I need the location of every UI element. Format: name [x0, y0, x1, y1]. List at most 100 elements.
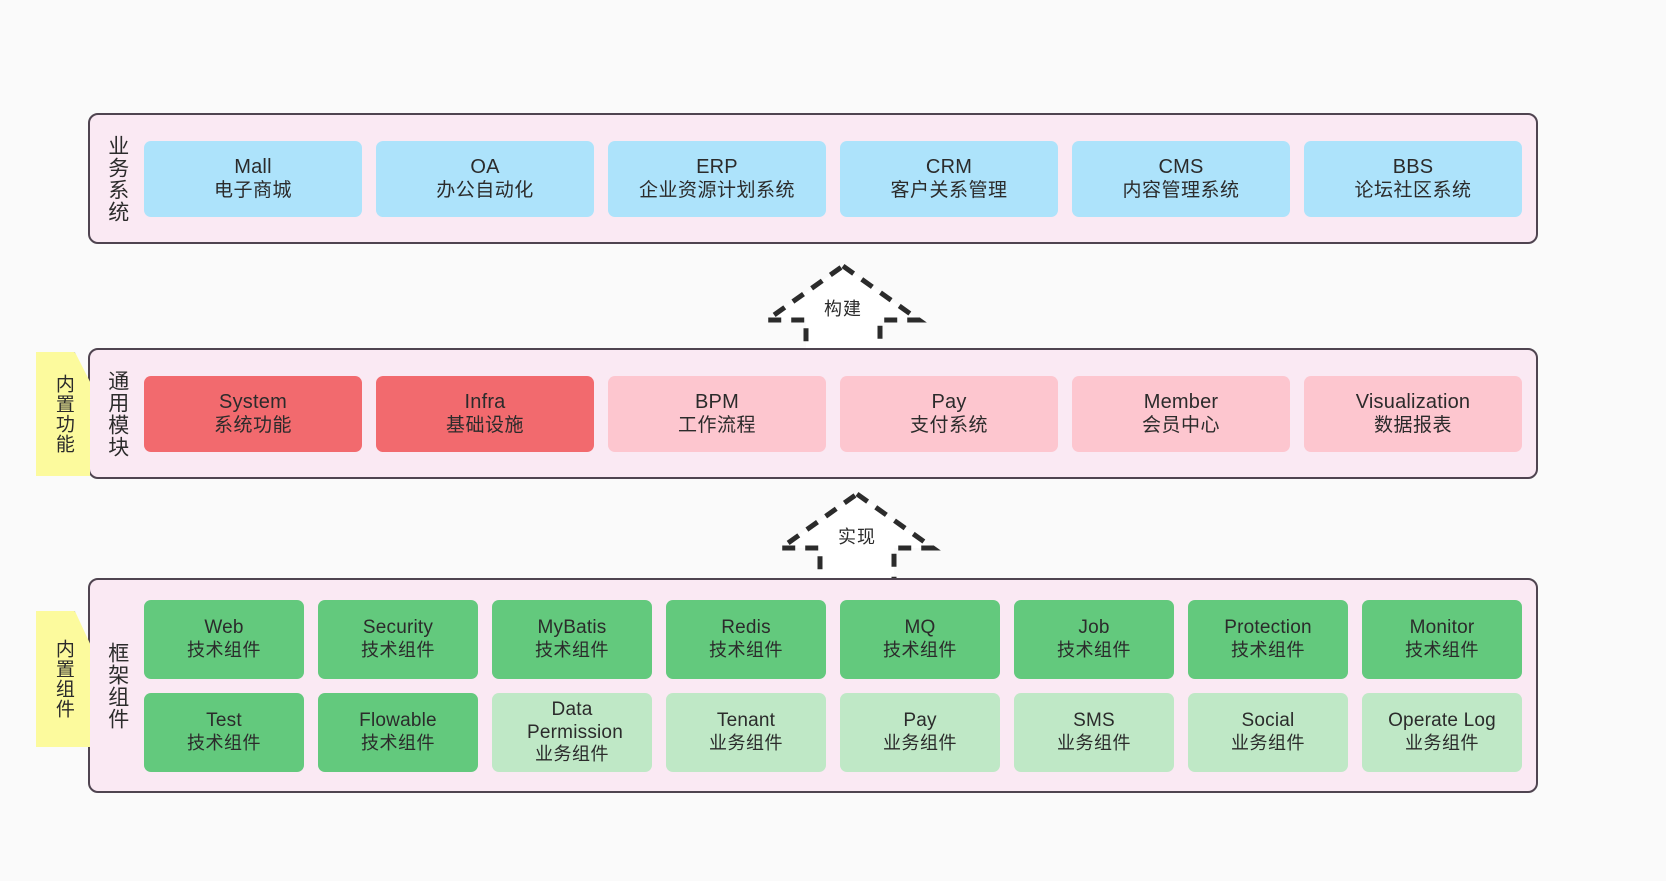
layer-body-business-systems: Mall 电子商城 OA 办公自动化 ERP 企业资源计划系统 CRM 客户关系… [144, 115, 1536, 242]
node-web[interactable]: Web 技术组件 [144, 599, 304, 679]
node-title: CRM [925, 155, 973, 178]
arrow-label: 构建 [824, 299, 862, 319]
sticky-note-label: 内置组件 [52, 639, 74, 719]
hollow-up-arrow-icon [759, 262, 927, 357]
node-title: Operate Log [1388, 710, 1496, 732]
node-subtitle: 支付系统 [909, 415, 988, 437]
node-subtitle: 客户关系管理 [890, 180, 1008, 202]
node-member[interactable]: Member 会员中心 [1072, 375, 1290, 452]
node-title: Test [206, 710, 242, 732]
sticky-note-label: 内置功能 [52, 374, 74, 454]
node-subtitle: 技术组件 [883, 639, 957, 660]
layer-row: Test 技术组件 Flowable 技术组件 Data Permission … [144, 692, 1522, 772]
node-title: Flowable [359, 710, 437, 732]
node-security[interactable]: Security 技术组件 [318, 599, 478, 679]
node-redis[interactable]: Redis 技术组件 [666, 599, 826, 679]
node-mall[interactable]: Mall 电子商城 [144, 140, 362, 217]
layer-title-common-modules: 通用模块 [105, 369, 129, 458]
node-subtitle: 内容管理系统 [1122, 180, 1240, 202]
node-title: MQ [904, 617, 936, 639]
layer-title-framework-components: 框架组件 [105, 641, 129, 730]
node-title: SMS [1073, 710, 1115, 732]
node-infra[interactable]: Infra 基础设施 [376, 375, 594, 452]
node-title: Protection [1224, 617, 1312, 639]
node-subtitle: 论坛社区系统 [1354, 180, 1472, 202]
node-mq[interactable]: MQ 技术组件 [840, 599, 1000, 679]
implement-arrow: 实现 [772, 486, 942, 586]
node-cms[interactable]: CMS 内容管理系统 [1072, 140, 1290, 217]
node-title: BBS [1392, 155, 1434, 178]
node-subtitle: 业务组件 [1057, 732, 1131, 753]
node-erp[interactable]: ERP 企业资源计划系统 [608, 140, 826, 217]
node-job[interactable]: Job 技术组件 [1014, 599, 1174, 679]
node-bbs[interactable]: BBS 论坛社区系统 [1304, 140, 1522, 217]
node-flowable[interactable]: Flowable 技术组件 [318, 692, 478, 772]
node-title: Data Permission [527, 698, 623, 744]
node-social[interactable]: Social 业务组件 [1188, 692, 1348, 772]
node-data-permission[interactable]: Data Permission 业务组件 [492, 692, 652, 772]
node-title: Pay [931, 390, 967, 413]
node-monitor[interactable]: Monitor 技术组件 [1362, 599, 1522, 679]
node-oa[interactable]: OA 办公自动化 [376, 140, 594, 217]
node-subtitle: 业务组件 [709, 732, 783, 753]
build-arrow: 构建 [758, 258, 928, 358]
node-system[interactable]: System 系统功能 [144, 375, 362, 452]
layer-row: Web 技术组件 Security 技术组件 MyBatis 技术组件 Redi… [144, 599, 1522, 679]
node-title: Tenant [716, 710, 776, 732]
node-title: Member [1143, 390, 1219, 413]
node-subtitle: 技术组件 [1405, 639, 1479, 660]
layer-business-systems: 业务系统 Mall 电子商城 OA 办公自动化 ERP 企业资源计划系统 CRM… [88, 113, 1538, 244]
node-title: Security [362, 617, 434, 639]
node-subtitle: 技术组件 [187, 639, 261, 660]
node-pay-module[interactable]: Pay 支付系统 [840, 375, 1058, 452]
node-subtitle: 技术组件 [709, 639, 783, 660]
node-tenant[interactable]: Tenant 业务组件 [666, 692, 826, 772]
node-subtitle: 技术组件 [1231, 639, 1305, 660]
node-title: Infra [464, 390, 506, 413]
node-title: OA [470, 155, 500, 178]
node-test[interactable]: Test 技术组件 [144, 692, 304, 772]
node-subtitle: 数据报表 [1373, 415, 1452, 437]
node-subtitle: 基础设施 [445, 415, 524, 437]
node-subtitle: 工作流程 [677, 415, 756, 437]
node-title: Job [1078, 617, 1110, 639]
node-subtitle: 技术组件 [187, 732, 261, 753]
layer-row: System 系统功能 Infra 基础设施 BPM 工作流程 Pay 支付系统… [144, 375, 1522, 452]
layer-title-business-systems: 业务系统 [105, 134, 129, 223]
node-title: Social [1241, 710, 1295, 732]
hollow-up-arrow-icon [773, 490, 941, 585]
node-subtitle: 企业资源计划系统 [638, 180, 795, 202]
node-title: ERP [696, 155, 738, 178]
sticky-note-builtin-features[interactable]: 内置功能 [36, 352, 90, 476]
node-title: Monitor [1409, 617, 1475, 639]
layer-framework-components: 框架组件 Web 技术组件 Security 技术组件 MyBatis 技术组件… [88, 578, 1538, 793]
node-visualization[interactable]: Visualization 数据报表 [1304, 375, 1522, 452]
node-mybatis[interactable]: MyBatis 技术组件 [492, 599, 652, 679]
arrow-label: 实现 [838, 527, 876, 547]
node-title: Pay [903, 710, 937, 732]
node-title: Web [204, 617, 244, 639]
node-subtitle: 业务组件 [1405, 732, 1479, 753]
node-crm[interactable]: CRM 客户关系管理 [840, 140, 1058, 217]
node-title: Redis [721, 617, 771, 639]
node-subtitle: 技术组件 [535, 639, 609, 660]
node-title: BPM [695, 390, 739, 413]
node-bpm[interactable]: BPM 工作流程 [608, 375, 826, 452]
node-subtitle: 系统功能 [213, 415, 292, 437]
layer-body-framework-components: Web 技术组件 Security 技术组件 MyBatis 技术组件 Redi… [144, 580, 1536, 791]
node-subtitle: 技术组件 [361, 732, 435, 753]
sticky-note-builtin-components[interactable]: 内置组件 [36, 611, 90, 747]
node-pay-component[interactable]: Pay 业务组件 [840, 692, 1000, 772]
node-title: System [219, 390, 287, 413]
layer-common-modules: 通用模块 System 系统功能 Infra 基础设施 BPM 工作流程 Pay… [88, 348, 1538, 479]
node-subtitle: 业务组件 [883, 732, 957, 753]
node-title: Visualization [1355, 390, 1471, 413]
node-subtitle: 办公自动化 [436, 180, 534, 202]
node-operate-log[interactable]: Operate Log 业务组件 [1362, 692, 1522, 772]
node-subtitle: 业务组件 [1231, 732, 1305, 753]
node-title: MyBatis [537, 617, 607, 639]
node-sms[interactable]: SMS 业务组件 [1014, 692, 1174, 772]
node-protection[interactable]: Protection 技术组件 [1188, 599, 1348, 679]
node-title: Mall [234, 155, 272, 178]
